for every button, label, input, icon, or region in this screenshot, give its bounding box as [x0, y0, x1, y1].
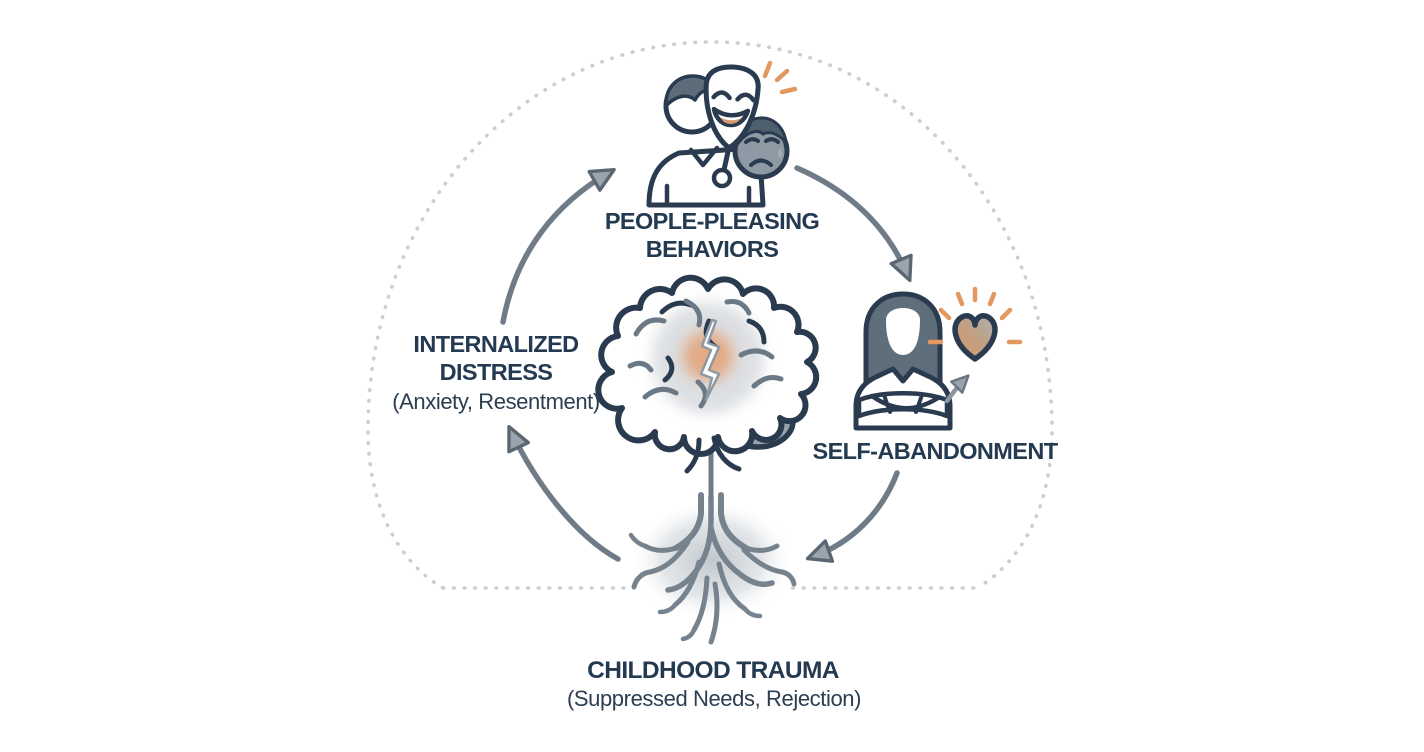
internalized-distress-label: INTERNALIZED DISTRESS — [413, 331, 579, 386]
heart-rays — [927, 286, 1023, 345]
mask-person-icon — [646, 60, 798, 208]
hand — [711, 167, 733, 189]
self-abandonment-label: SELF-ABANDONMENT — [812, 438, 1059, 464]
childhood-trauma-subtitle: (Suppressed Needs, Rejection) — [566, 686, 862, 711]
people-pleasing-label: PEOPLE-PLEASING BEHAVIORS — [604, 208, 820, 263]
internalized-distress-line2: DISTRESS — [439, 358, 553, 385]
internalized-distress-subtitle: (Anxiety, Resentment) — [392, 389, 600, 414]
woman-face — [886, 308, 920, 355]
roots-glow — [628, 504, 796, 628]
mask-handle — [721, 144, 732, 173]
internalized-distress-line1: INTERNALIZED — [413, 331, 579, 357]
childhood-trauma-label: CHILDHOOD TRAUMA — [587, 657, 839, 684]
arrow-distress-to-pleasing — [500, 167, 616, 325]
brainstem — [684, 435, 742, 474]
sad-face — [732, 116, 790, 180]
person-collar — [688, 145, 720, 168]
heart-icon — [927, 286, 1023, 362]
brain-crack-icon — [595, 274, 820, 474]
people-pleasing-line1: PEOPLE-PLEASING — [604, 208, 820, 234]
brain-gyri — [627, 298, 784, 409]
people-pleasing-line2: BEHAVIORS — [645, 235, 779, 262]
sparkle-icon — [762, 60, 798, 95]
tear-drop — [778, 148, 782, 158]
arrow-pleasing-to-abandonment — [794, 165, 913, 283]
crack-bolt — [699, 318, 721, 402]
arrow-trauma-to-distress — [507, 425, 621, 562]
arrow-abandonment-to-trauma — [805, 470, 900, 563]
woman-crossed-arms-icon — [853, 291, 953, 431]
roots-icon — [628, 440, 797, 645]
cycle-arrows — [500, 165, 913, 563]
happy-mask — [703, 64, 761, 151]
mask-tongue — [720, 117, 741, 124]
arrow-woman-to-heart — [944, 374, 970, 404]
crossed-arms — [856, 391, 950, 419]
